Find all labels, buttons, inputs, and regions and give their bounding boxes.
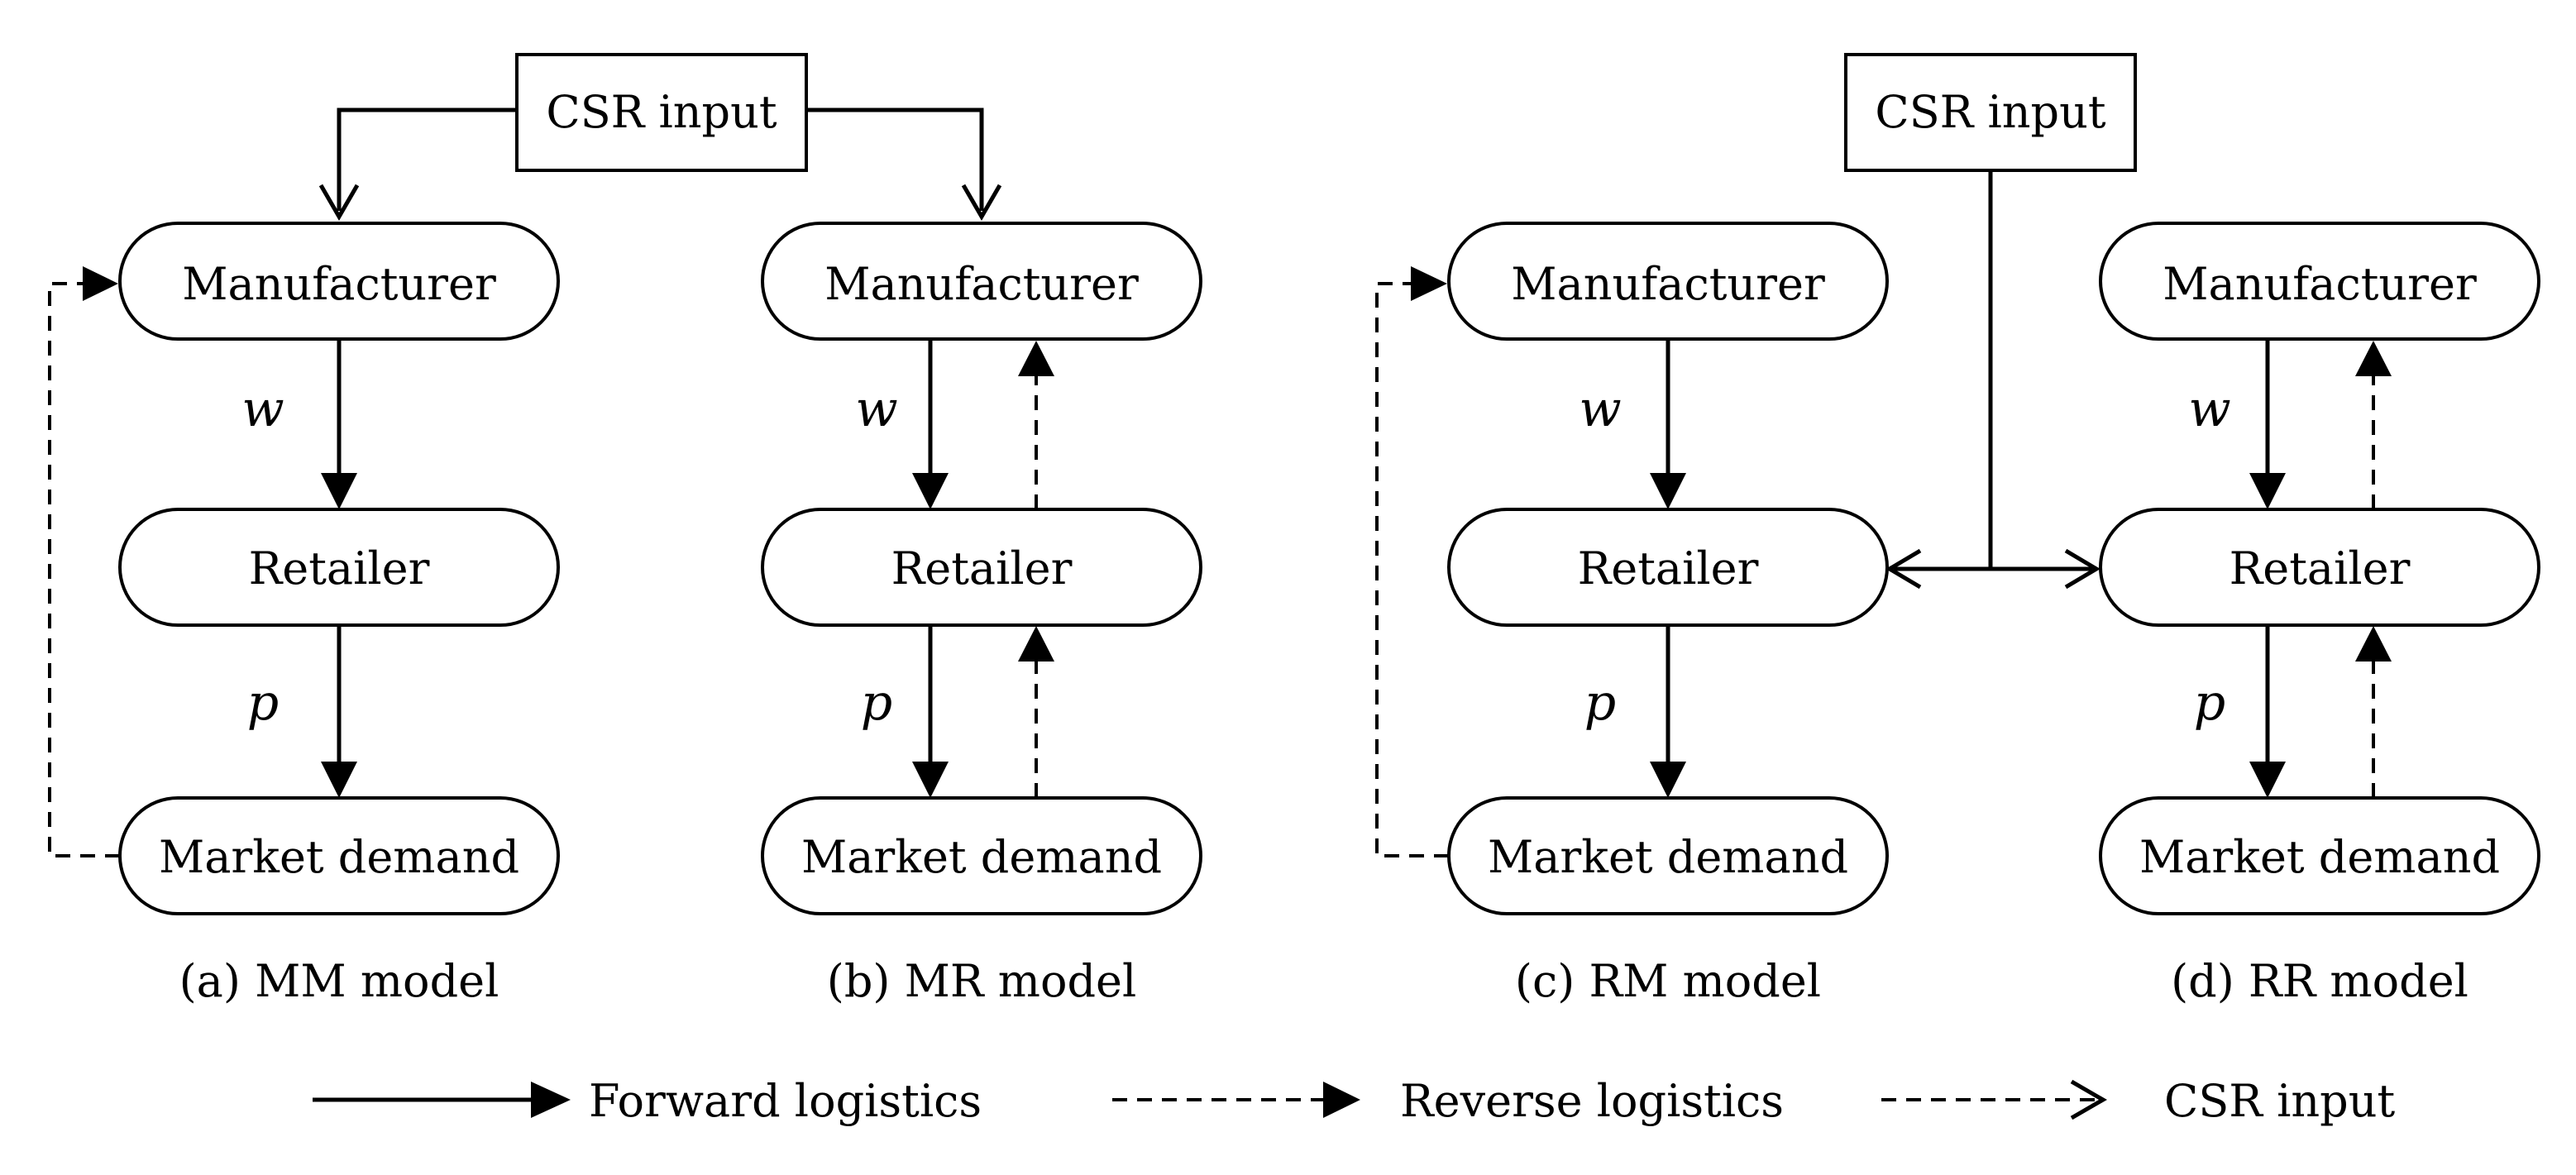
- market-demand-node-d: [2099, 796, 2540, 915]
- legend: Forward logistics Reverse logistics CSR …: [313, 1075, 2396, 1127]
- caption-a: (a) MM model: [179, 955, 499, 1007]
- market-demand-node-b: [761, 796, 1202, 915]
- model-c: Manufacturer Retailer Market demand w p: [1375, 222, 1889, 915]
- retailer-label-a: Retailer: [249, 542, 430, 595]
- retailer-node-d: [2099, 508, 2540, 627]
- market-demand-label-a: Market demand: [159, 831, 519, 883]
- caption-c: (c) RM model: [1515, 955, 1821, 1007]
- csr-input-label-cd: CSR input: [1875, 86, 2106, 138]
- price-var-b: p: [861, 674, 892, 732]
- price-var-d: p: [2194, 674, 2225, 732]
- legend-csr-label: CSR input: [2164, 1075, 2396, 1127]
- legend-forward-label: Forward logistics: [589, 1075, 982, 1127]
- wholesale-var-a: w: [241, 380, 284, 438]
- retailer-label-b: Retailer: [891, 542, 1073, 595]
- csr-input-box-ab: CSR input: [515, 53, 808, 172]
- csr-input-label-ab: CSR input: [546, 86, 777, 138]
- legend-reverse: Reverse logistics: [1112, 1075, 1784, 1127]
- wholesale-var-b: w: [855, 380, 897, 438]
- wholesale-var-c: w: [1579, 380, 1621, 438]
- caption-d: (d) RR model: [2171, 955, 2468, 1007]
- csr-input-connector-ab: [318, 107, 1002, 221]
- market-demand-label-b: Market demand: [801, 831, 1162, 883]
- price-var-c: p: [1584, 674, 1616, 732]
- retailer-node-b: [761, 508, 1202, 627]
- csr-input-box-cd: CSR input: [1844, 53, 2137, 172]
- manufacturer-node-b: [761, 222, 1202, 341]
- csr-input-connector-cd: [1885, 170, 2100, 590]
- manufacturer-label-a: Manufacturer: [182, 258, 496, 310]
- manufacturer-label-c: Manufacturer: [1511, 258, 1825, 310]
- retailer-label-c: Retailer: [1578, 542, 1759, 595]
- caption-b: (b) MR model: [827, 955, 1137, 1007]
- legend-reverse-label: Reverse logistics: [1400, 1075, 1784, 1127]
- model-b: Manufacturer Retailer Market demand w p: [761, 222, 1202, 915]
- manufacturer-node-d: [2099, 222, 2540, 341]
- retailer-label-d: Retailer: [2230, 542, 2411, 595]
- manufacturer-label-b: Manufacturer: [824, 258, 1139, 310]
- market-demand-label-d: Market demand: [2139, 831, 2500, 883]
- legend-forward: Forward logistics: [313, 1075, 982, 1127]
- model-d: Manufacturer Retailer Market demand w p: [2099, 222, 2540, 915]
- wholesale-var-d: w: [2188, 380, 2230, 438]
- price-var-a: p: [247, 674, 279, 732]
- market-demand-label-c: Market demand: [1488, 831, 1848, 883]
- manufacturer-label-d: Manufacturer: [2163, 258, 2477, 310]
- legend-csr: CSR input: [1881, 1075, 2396, 1127]
- model-a: Manufacturer Retailer Market demand w p: [48, 222, 560, 915]
